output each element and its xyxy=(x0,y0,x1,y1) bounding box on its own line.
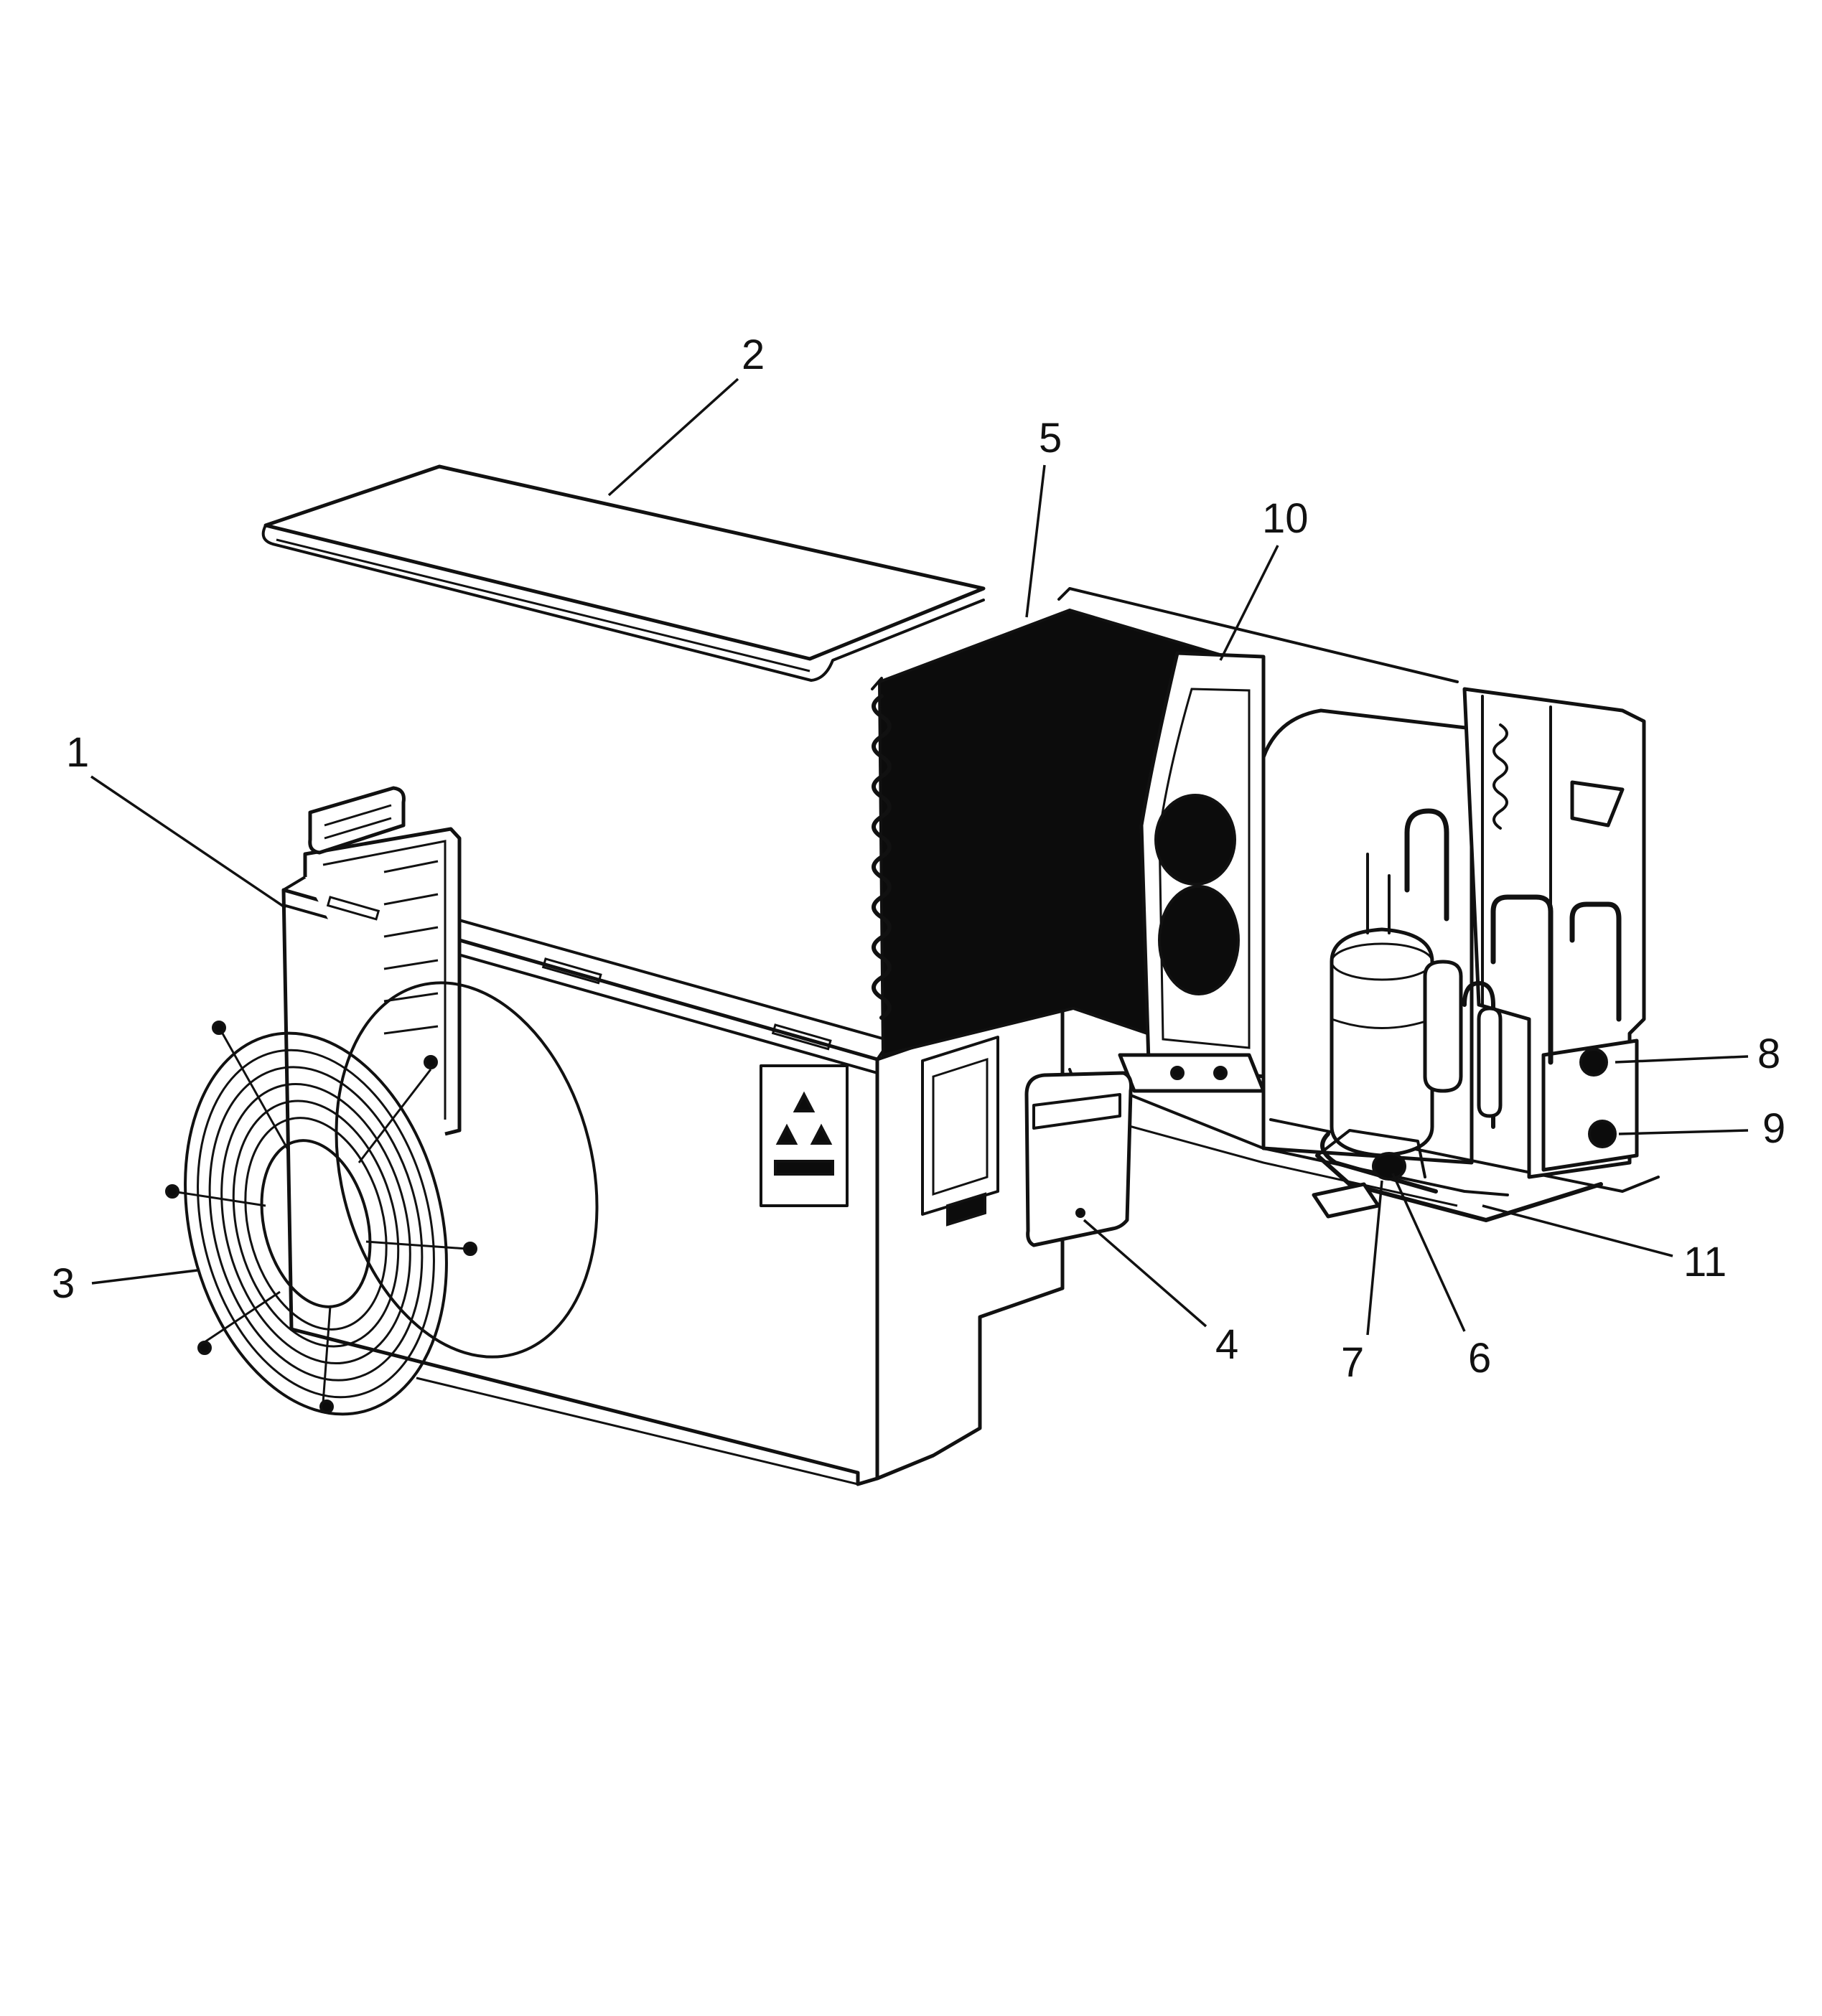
right-frame xyxy=(1462,687,1646,1179)
callout-7: 7 xyxy=(1341,1339,1364,1386)
callout-8: 8 xyxy=(1757,1031,1780,1077)
callout-10: 10 xyxy=(1262,495,1309,542)
callout-9: 9 xyxy=(1762,1105,1785,1152)
leader-lines xyxy=(90,378,1749,1336)
terminal-cover xyxy=(1024,1071,1133,1247)
fan-guard xyxy=(165,1021,477,1416)
callout-11: 11 xyxy=(1683,1239,1727,1285)
front-cabinet xyxy=(281,786,1065,1486)
top-panel xyxy=(261,464,986,682)
callout-6: 6 xyxy=(1468,1335,1491,1382)
callout-3: 3 xyxy=(52,1260,75,1307)
callouts: 1 2 3 4 5 6 7 8 9 10 11 xyxy=(52,332,1785,1386)
compressor xyxy=(1316,853,1503,1181)
callout-1: 1 xyxy=(66,729,89,776)
callout-4: 4 xyxy=(1215,1321,1238,1368)
callout-2: 2 xyxy=(742,332,765,378)
callout-5: 5 xyxy=(1039,415,1062,461)
